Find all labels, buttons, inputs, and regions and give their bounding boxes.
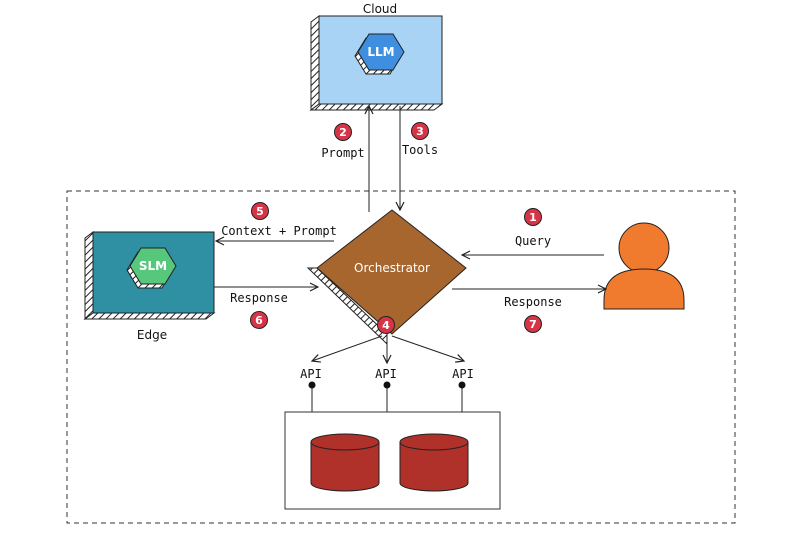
svg-text:6: 6	[255, 314, 263, 327]
step-badge: 5	[251, 202, 269, 220]
orchestrator-badge: 4	[377, 316, 395, 334]
svg-text:2: 2	[339, 126, 347, 139]
user-icon	[603, 222, 685, 310]
svg-text:7: 7	[529, 318, 537, 331]
edge-response-label: Response	[230, 291, 288, 305]
step-badge: 6	[250, 311, 268, 329]
slm-node	[129, 247, 177, 285]
database-icon	[399, 433, 469, 492]
edge-title: Edge	[137, 328, 167, 342]
step-badge: 7	[524, 315, 542, 333]
database-icon	[310, 433, 380, 492]
system-boundary	[66, 190, 736, 524]
svg-text:3: 3	[416, 125, 424, 138]
api-arrow-right	[391, 335, 464, 361]
api-label-center: API	[375, 367, 397, 381]
step-badge: 3	[411, 122, 429, 140]
slm-label: SLM	[139, 259, 167, 273]
api-label-left: API	[300, 367, 322, 381]
query-label: Query	[515, 234, 551, 248]
step-badge: 2	[334, 123, 352, 141]
svg-text:5: 5	[256, 205, 264, 218]
cloud-box: LLM	[309, 15, 444, 111]
llm-node	[357, 33, 405, 71]
cloud-title: Cloud	[363, 2, 397, 16]
edge-box: SLM	[83, 231, 216, 320]
svg-text:4: 4	[382, 319, 390, 332]
context-prompt-label: Context + Prompt	[221, 224, 337, 238]
api-socket-left	[308, 381, 316, 389]
step-badge: 1	[524, 208, 542, 226]
tools-label: Tools	[402, 143, 438, 157]
api-socket-right	[458, 381, 466, 389]
user-response-label: Response	[504, 295, 562, 309]
orchestrator-node: Orchestrator	[306, 209, 467, 346]
connector-arrows	[214, 106, 606, 412]
llm-label: LLM	[367, 45, 394, 59]
svg-text:1: 1	[529, 211, 537, 224]
api-label-right: API	[452, 367, 474, 381]
prompt-label: Prompt	[321, 146, 364, 160]
api-arrow-left	[312, 335, 383, 361]
orchestrator-label: Orchestrator	[354, 261, 430, 275]
api-socket-center	[383, 381, 391, 389]
